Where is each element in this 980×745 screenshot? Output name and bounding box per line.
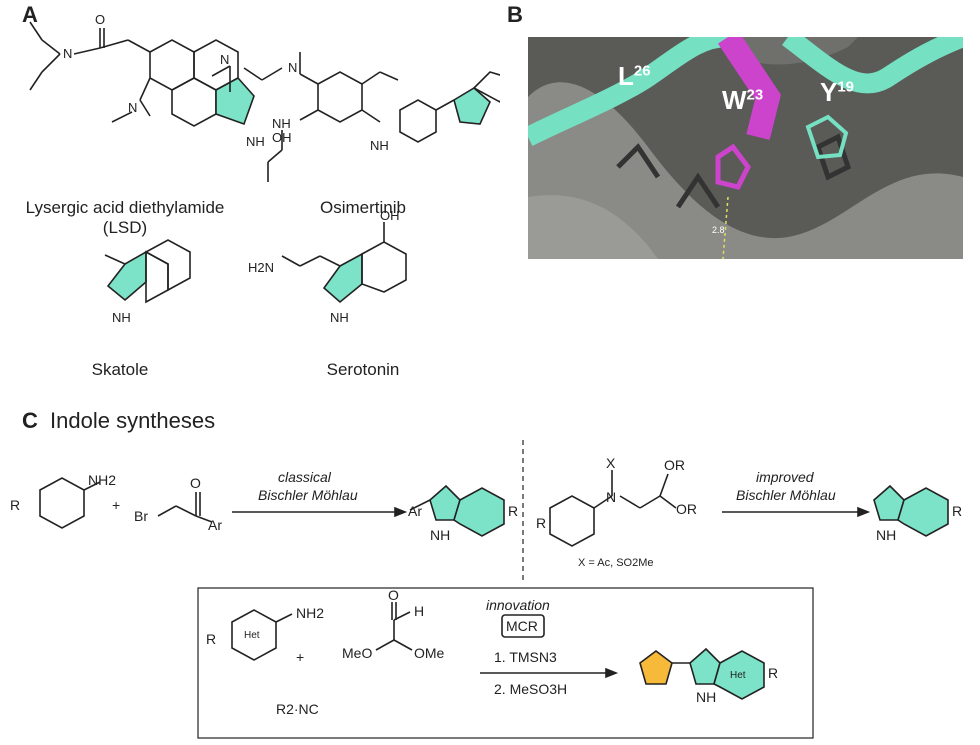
final-nh: NH	[696, 689, 716, 705]
product-nh-right: NH	[876, 527, 896, 543]
panel-a-atom-labels: O N N NH N N NH OH NH NH NH OH H2N	[63, 12, 400, 325]
panel-a-label: A	[22, 2, 38, 27]
lsd-abbr: (LSD)	[102, 218, 148, 237]
het-aniline-ring	[231, 609, 277, 661]
lsd-n-amide: N	[63, 46, 72, 61]
skatole-nh: NH	[112, 310, 131, 325]
innovation-plus: +	[296, 649, 304, 665]
innovation-title: innovation	[486, 597, 550, 613]
improved-r: R	[536, 515, 546, 531]
lsd-structure	[29, 21, 255, 127]
panel-a-structures: O N N NH N N NH OH NH NH NH OH H2N	[29, 12, 500, 325]
bromo-br: Br	[134, 508, 148, 524]
product-r-right: R	[952, 503, 962, 519]
classical-plus: +	[112, 497, 120, 513]
serotonin-structure	[281, 222, 407, 304]
improved-line1: improved	[756, 469, 815, 485]
osim-oh: OH	[272, 130, 292, 145]
ketone-o: O	[190, 475, 201, 491]
distance-label: 2.8	[712, 225, 725, 235]
product-ar: Ar	[408, 503, 422, 519]
final-r1: R	[768, 665, 778, 681]
product-nh-left: NH	[430, 527, 450, 543]
ketone-ar: Ar	[208, 517, 222, 533]
het-aniline-het: Het	[244, 630, 260, 641]
isocyanide: R2·NC	[276, 701, 319, 717]
lsd-name: Lysergic acid diethylamide	[25, 198, 225, 217]
het-aniline-nh2: NH2	[296, 605, 324, 621]
aldehyde-h: H	[414, 603, 424, 619]
product-r-left: R	[508, 503, 518, 519]
acetal-ome: OMe	[414, 645, 445, 661]
serotonin-oh: OH	[380, 208, 400, 223]
innovation-step1: 1. TMSN3	[494, 649, 557, 665]
osimertinib-name: Osimertinib	[320, 198, 406, 217]
skatole-name: Skatole	[91, 360, 149, 379]
innovation-step2: 2. MeSO3H	[494, 681, 567, 697]
acetal-meo: MeO	[342, 645, 372, 661]
osim-n2: N	[220, 52, 229, 67]
residue-label-y19: Y19	[820, 77, 855, 107]
panel-c-title: Indole syntheses	[50, 408, 216, 433]
protein-render: 2.8	[528, 37, 963, 259]
lsd-n: N	[128, 100, 137, 115]
final-het: Het	[730, 670, 746, 681]
osim-n: N	[288, 60, 297, 75]
osim-nh: NH	[272, 116, 291, 131]
improved-x: X	[606, 455, 616, 471]
serotonin-name: Serotonin	[326, 360, 400, 379]
improved-n: N	[606, 489, 616, 505]
aldehyde-o: O	[388, 587, 399, 603]
lsd-o: O	[95, 12, 105, 27]
aniline-ring	[39, 477, 85, 529]
serotonin-h2n: H2N	[248, 260, 274, 275]
improved-x-definition: X = Ac, SO2Me	[578, 557, 654, 569]
osimertinib-structure	[211, 52, 500, 182]
serotonin-nh: NH	[330, 310, 349, 325]
lsd-nh: NH	[246, 134, 265, 149]
skatole-structure	[104, 239, 191, 304]
improved-or-bottom: OR	[676, 501, 697, 517]
improved-line2: Bischler Möhlau	[736, 487, 836, 503]
panel-c-heading: C Indole syntheses	[22, 408, 215, 434]
panel-b-label: B	[507, 2, 523, 27]
aniline-nh2: NH2	[88, 472, 116, 488]
het-aniline-r1: R	[206, 631, 216, 647]
classical-line2: Bischler Möhlau	[258, 487, 358, 503]
improved-or-top: OR	[664, 457, 685, 473]
panel-c-label: C	[22, 408, 38, 433]
osim-nh2: NH	[370, 138, 389, 153]
mcr-badge: MCR	[506, 618, 538, 634]
protein-structure-view: 2.8 L26 W23 Y19	[528, 37, 963, 259]
residue-label-w23: W23	[722, 85, 764, 115]
residue-label-l26: L26	[618, 61, 651, 91]
panel-c-labels: NH2 R + Br O Ar classical Bischler Möhla…	[10, 455, 962, 717]
classical-line1: classical	[278, 469, 332, 485]
panel-c-schemes: NH2 R + Br O Ar classical Bischler Möhla…	[10, 440, 962, 739]
lsd-caption: Lysergic acid diethylamide (LSD)	[5, 198, 245, 238]
aniline-r: R	[10, 497, 20, 513]
